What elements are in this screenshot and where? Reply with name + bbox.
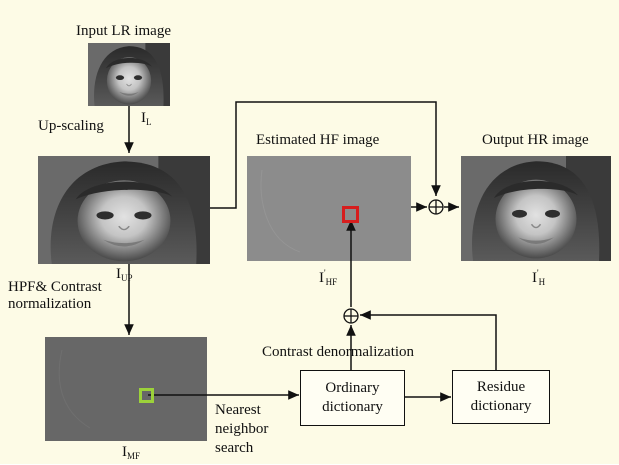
upper-adder-symbol <box>428 199 444 215</box>
symbol-i-h: I'H <box>532 268 546 287</box>
lower-adder-symbol <box>343 308 359 324</box>
symbol-i-up: IUP <box>116 266 133 283</box>
contrast-denormalization-label: Contrast denormalization <box>262 344 415 360</box>
mf-faint-contour <box>58 349 91 429</box>
residue-dictionary-box: Residue dictionary <box>452 370 550 424</box>
hf-faint-contour <box>260 169 301 253</box>
output-hr-image-label: Output HR image <box>482 132 589 148</box>
hf-patch-marker <box>342 206 359 223</box>
upscaling-label: Up-scaling <box>38 118 104 134</box>
input-lr-image <box>88 43 170 106</box>
symbol-i-hf: I'HF <box>319 268 338 287</box>
hpf-contrast-label: HPF& Contrast normalization <box>8 279 102 312</box>
mf-patch-marker <box>139 388 154 403</box>
ordinary-dictionary-label: Ordinary dictionary <box>322 380 383 415</box>
residue-dictionary-label: Residue dictionary <box>470 379 532 414</box>
ordinary-dictionary-box: Ordinary dictionary <box>300 370 405 426</box>
output-hr-image <box>461 156 611 261</box>
mf-image <box>45 337 207 441</box>
estimated-hf-image-label: Estimated HF image <box>256 132 380 148</box>
arrow-residue-to-adder <box>360 310 497 370</box>
input-lr-image-label: Input LR image <box>76 23 171 39</box>
arrow-upscaled-to-adder <box>210 101 441 209</box>
symbol-i-l: IL <box>141 110 152 127</box>
symbol-i-mf: IMF <box>122 444 141 461</box>
upscaled-image <box>38 156 210 264</box>
estimated-hf-image <box>247 156 411 261</box>
nearest-neighbor-search-label: Nearest neighbor search <box>215 402 269 456</box>
